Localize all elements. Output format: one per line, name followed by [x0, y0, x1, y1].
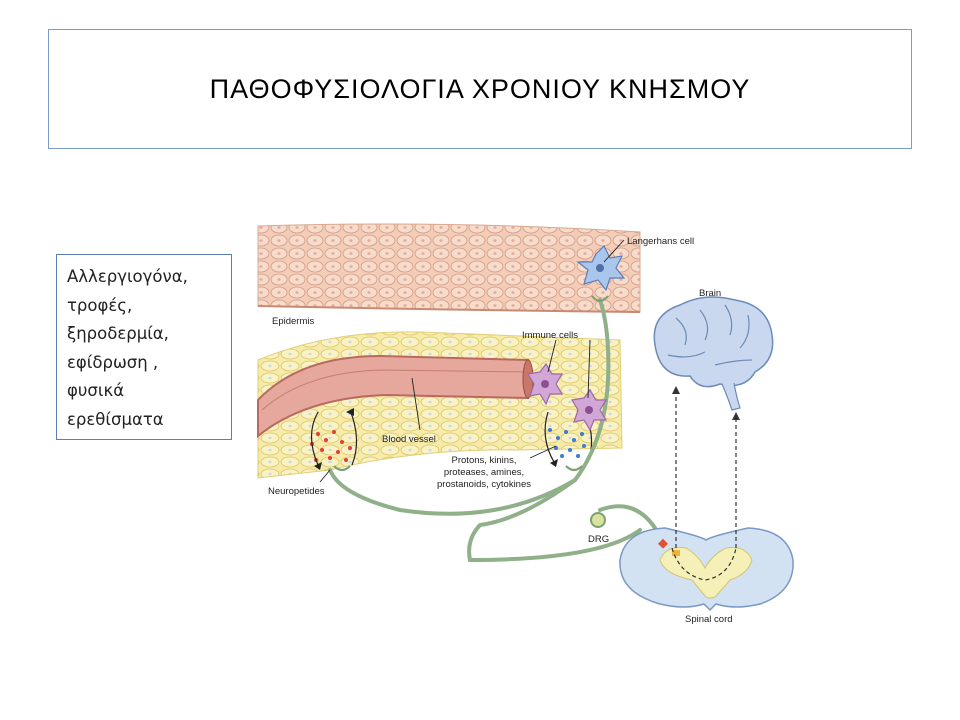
triggers-box: Αλλεργιογόνα, τροφές, ξηροδερμία, εφίδρω… — [56, 254, 232, 440]
trigger-item: Αλλεργιογόνα, — [67, 267, 188, 286]
label-langerhans-cell: Langerhans cell — [627, 236, 694, 247]
brain-icon — [653, 296, 774, 411]
label-blood-vessel: Blood vessel — [382, 434, 436, 445]
trigger-item: φυσικά — [67, 381, 125, 400]
nerve-endings — [333, 295, 609, 472]
slide-title: ΠΑΘΟΦΥΣΙΟΛΟΓΙΑ ΧΡΟΝΙΟΥ ΚΝΗΣΜΟΥ — [209, 73, 751, 104]
immune-cell-icon — [571, 388, 608, 432]
trigger-item: ερεθίσματα — [67, 409, 164, 429]
epidermis-layer — [257, 223, 641, 313]
blood-vessel — [257, 354, 534, 439]
drg-ganglion — [590, 512, 606, 528]
title-box: ΠΑΘΟΦΥΣΙΟΛΟΓΙΑ ΧΡΟΝΙΟΥ ΚΝΗΣΜΟΥ — [48, 29, 912, 149]
ascending-pathway — [671, 392, 737, 581]
pathway-arrow-heads — [672, 386, 740, 420]
label-mediators-line1: Protons, kinins, — [452, 455, 517, 466]
langerhans-cell-icon — [576, 244, 626, 292]
mediator-dots — [548, 428, 586, 458]
leader-lines — [319, 239, 625, 483]
label-brain: Brain — [699, 288, 721, 299]
label-spinal-cord: Spinal cord — [685, 614, 733, 625]
synapse-markers — [658, 538, 680, 556]
label-neuropeptides: Neuropetides — [268, 486, 325, 497]
trigger-item: εφίδρωση , — [67, 352, 159, 372]
spinal-cord-icon — [619, 527, 794, 612]
trigger-item: τροφές, — [67, 295, 133, 315]
label-drg: DRG — [588, 534, 609, 545]
label-immune-cells: Immune cells — [522, 330, 578, 341]
trigger-item: ξηροδερμία, — [67, 324, 169, 343]
label-mediators-line2: proteases, amines, — [444, 467, 524, 478]
label-mediators-line3: prostanoids, cytokines — [437, 479, 531, 490]
immune-cell-icon — [527, 362, 564, 406]
label-epidermis: Epidermis — [272, 316, 314, 327]
